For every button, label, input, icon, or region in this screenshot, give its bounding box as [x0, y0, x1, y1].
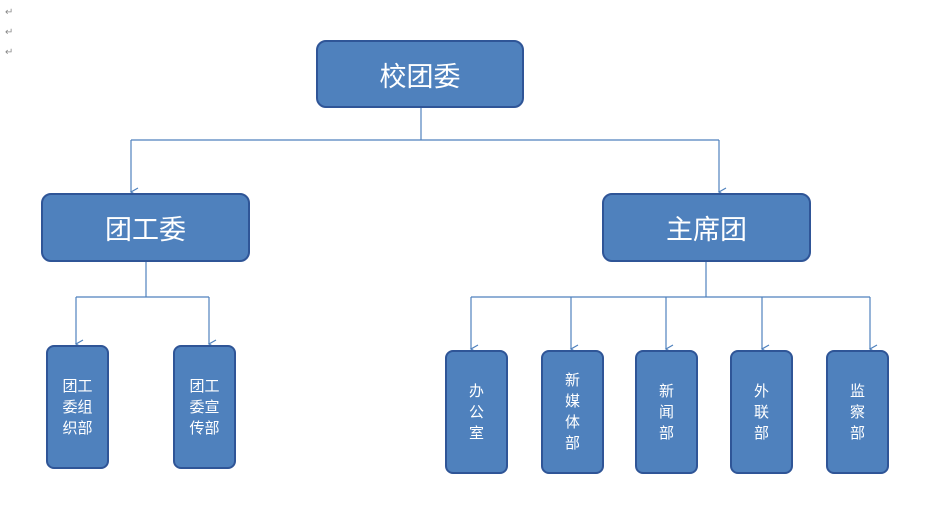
level2-left-1-label: 团工 委组 织部 — [62, 376, 93, 437]
paragraph-mark-2: ↵ — [5, 27, 14, 38]
level2-right-2-label: 新 媒 体 部 — [564, 371, 580, 452]
level2-node-right-2[interactable]: 新 媒 体 部 — [541, 350, 604, 474]
level1-right-label: 主席团 — [666, 215, 747, 246]
level2-node-right-1[interactable]: 办 公 室 — [445, 350, 508, 474]
paragraph-mark-3: ↵ — [5, 47, 14, 58]
level2-node-right-3[interactable]: 新 闻 部 — [635, 350, 698, 474]
level1-left-label: 团工委 — [105, 215, 186, 246]
level2-left-2-label: 团工 委宣 传部 — [189, 376, 220, 437]
level1-node-zhuxituan[interactable]: 主席团 — [602, 193, 811, 262]
paragraph-mark-1: ↵ — [5, 7, 14, 18]
level2-right-3-label: 新 闻 部 — [658, 381, 674, 442]
level2-node-left-2[interactable]: 团工 委宣 传部 — [173, 345, 236, 469]
level1-node-tuangongwei[interactable]: 团工委 — [41, 193, 250, 262]
level2-right-5-label: 监 察 部 — [849, 381, 865, 442]
level2-node-right-5[interactable]: 监 察 部 — [826, 350, 889, 474]
root-node[interactable]: 校团委 — [316, 40, 524, 108]
root-label: 校团委 — [379, 61, 461, 93]
level2-node-right-4[interactable]: 外 联 部 — [730, 350, 793, 474]
level2-right-4-label: 外 联 部 — [753, 381, 769, 442]
level2-right-1-label: 办 公 室 — [468, 381, 484, 442]
level2-node-left-1[interactable]: 团工 委组 织部 — [46, 345, 109, 469]
